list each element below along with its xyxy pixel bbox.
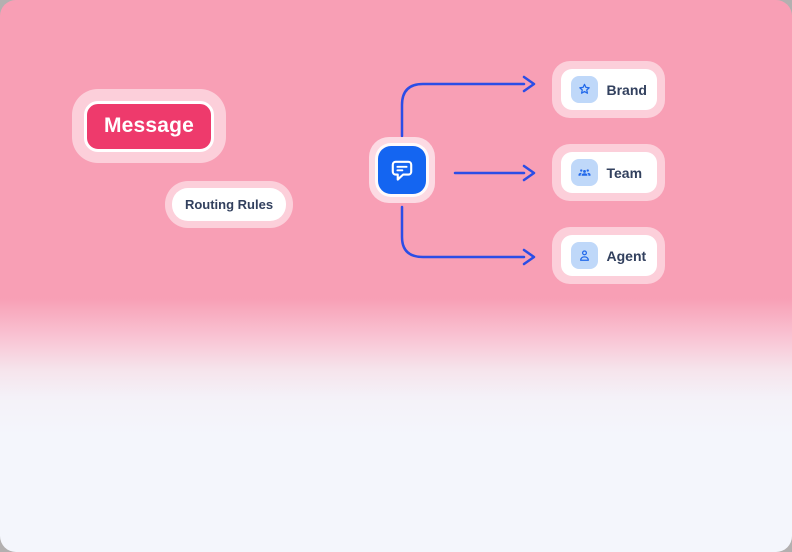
star-icon <box>570 76 598 103</box>
message-node[interactable]: Message <box>72 89 226 163</box>
brand-card[interactable]: Brand <box>560 69 657 110</box>
arrow-to-agent <box>400 205 526 259</box>
team-label: Team <box>606 164 643 181</box>
arrow-to-agent-head <box>522 248 536 266</box>
agent-icon <box>570 242 598 269</box>
agent-card[interactable]: Agent <box>560 235 657 276</box>
brand-label: Brand <box>606 81 647 98</box>
arrow-to-brand-head <box>522 75 536 93</box>
message-button[interactable]: Message <box>84 100 214 152</box>
message-hub-node[interactable] <box>369 137 435 203</box>
routing-rules-pill[interactable]: Routing Rules <box>172 188 286 221</box>
target-team[interactable]: Team <box>552 144 665 201</box>
arrow-to-brand <box>400 82 526 138</box>
chat-message-icon <box>378 146 426 194</box>
agent-label: Agent <box>606 247 647 264</box>
target-agent[interactable]: Agent <box>552 227 665 284</box>
routing-rules-label: Routing Rules <box>184 197 274 212</box>
routing-rules-node[interactable]: Routing Rules <box>165 181 293 228</box>
message-label: Message <box>103 114 195 137</box>
team-icon <box>570 159 598 186</box>
target-brand[interactable]: Brand <box>552 61 665 118</box>
team-card[interactable]: Team <box>560 152 657 193</box>
arrow-to-team-head <box>522 164 536 182</box>
